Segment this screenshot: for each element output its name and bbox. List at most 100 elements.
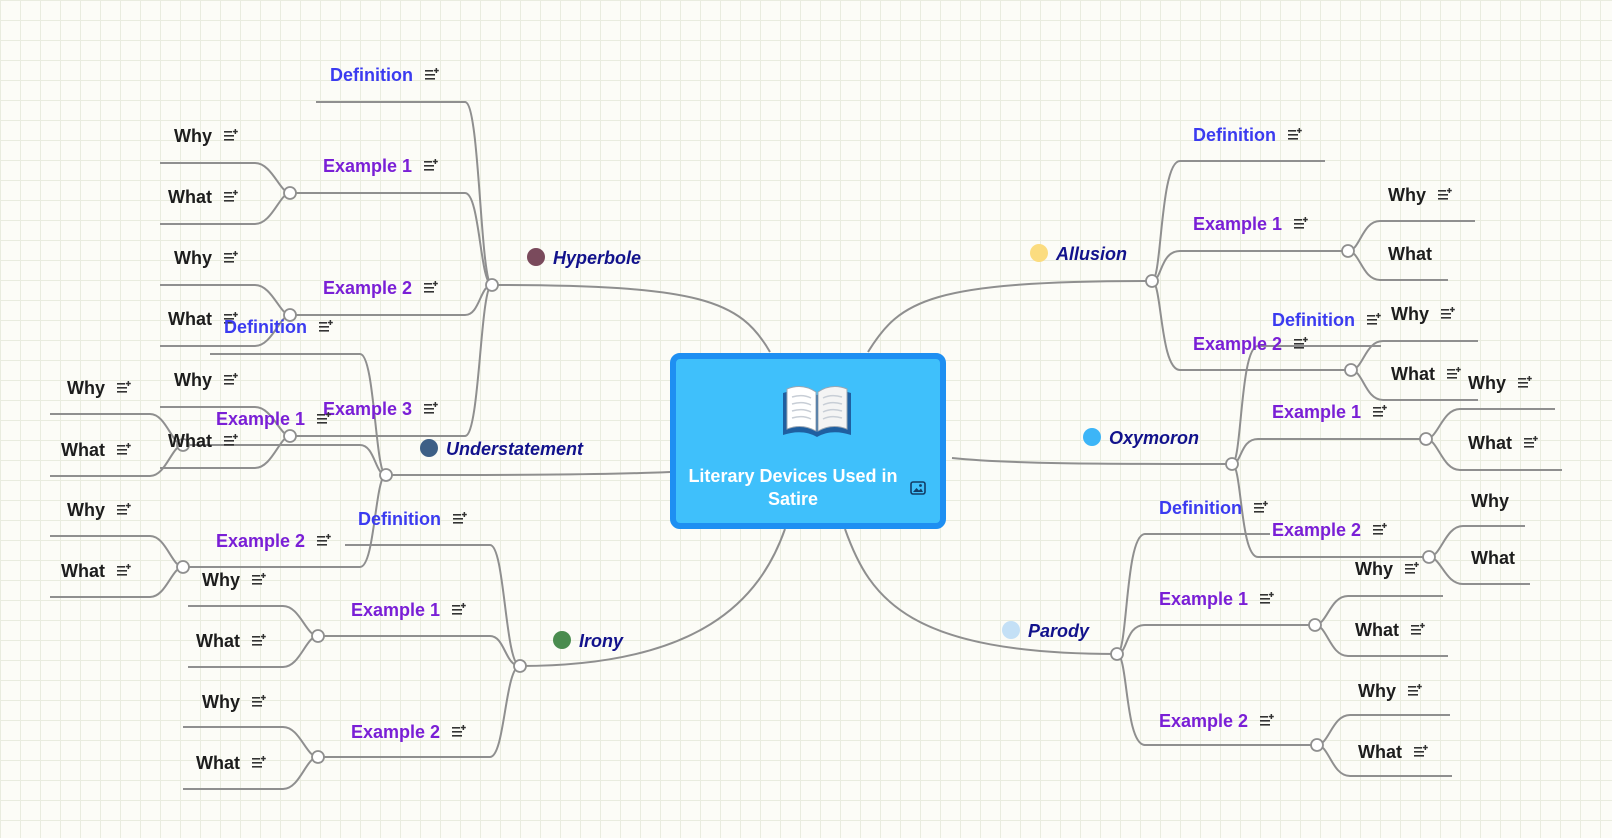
oxymoron-ex2-why[interactable]: Why: [1471, 491, 1509, 511]
understatement-ex1-what[interactable]: What: [61, 439, 131, 461]
topic-irony[interactable]: Irony: [553, 630, 623, 652]
hyperbole-example-3[interactable]: Example 3: [323, 398, 438, 420]
note-icon[interactable]: [1441, 306, 1455, 320]
topic-understatement[interactable]: Understatement: [420, 438, 583, 460]
note-icon[interactable]: [252, 755, 266, 769]
parody-ex2-what[interactable]: What: [1358, 741, 1428, 763]
note-icon[interactable]: [1518, 375, 1532, 389]
note-icon[interactable]: [1438, 187, 1452, 201]
irony-ex1-why[interactable]: Why: [202, 569, 266, 591]
oxymoron-example-2[interactable]: Example 2: [1272, 519, 1387, 541]
topic-allusion[interactable]: Allusion: [1030, 243, 1127, 265]
note-icon[interactable]: [224, 128, 238, 142]
note-icon[interactable]: [117, 442, 131, 456]
hyperbole-ex3-why[interactable]: Why: [174, 369, 238, 391]
irony-marker-dot: [553, 631, 571, 650]
parody-marker-dot: [1002, 621, 1020, 640]
note-icon[interactable]: [1367, 312, 1381, 326]
hyperbole-ex2-why[interactable]: Why: [174, 247, 238, 269]
understatement-ex2-why[interactable]: Why: [67, 499, 131, 521]
note-icon[interactable]: [252, 572, 266, 586]
allusion-ex2-what[interactable]: What: [1391, 363, 1461, 385]
understatement-definition[interactable]: Definition: [224, 316, 333, 338]
note-icon[interactable]: [1294, 336, 1308, 350]
note-icon[interactable]: [224, 250, 238, 264]
irony-ex2-what[interactable]: What: [196, 752, 266, 774]
oxymoron-ex2-what[interactable]: What: [1471, 548, 1515, 568]
oxymoron-ex1-what[interactable]: What: [1468, 432, 1538, 454]
note-icon[interactable]: [224, 311, 238, 325]
note-icon[interactable]: [117, 380, 131, 394]
note-icon[interactable]: [224, 189, 238, 203]
note-icon[interactable]: [317, 411, 331, 425]
topic-label: Hyperbole: [553, 248, 642, 268]
note-icon[interactable]: [317, 533, 331, 547]
hyperbole-ex2-what[interactable]: What: [168, 308, 238, 330]
understatement-ex1-why[interactable]: Why: [67, 377, 131, 399]
hyperbole-ex1-why[interactable]: Why: [174, 125, 238, 147]
note-icon[interactable]: [1405, 561, 1419, 575]
note-icon[interactable]: [424, 280, 438, 294]
note-icon[interactable]: [1288, 127, 1302, 141]
note-icon[interactable]: [252, 633, 266, 647]
parody-example-2[interactable]: Example 2: [1159, 710, 1274, 732]
hyperbole-ex1-what[interactable]: What: [168, 186, 238, 208]
note-icon[interactable]: [252, 694, 266, 708]
irony-ex1-what[interactable]: What: [196, 630, 266, 652]
note-icon[interactable]: [1373, 522, 1387, 536]
parody-example-1[interactable]: Example 1: [1159, 588, 1274, 610]
note-icon[interactable]: [1254, 500, 1268, 514]
note-icon[interactable]: [117, 502, 131, 516]
note-icon[interactable]: [1414, 744, 1428, 758]
understatement-example-2[interactable]: Example 2: [216, 530, 331, 552]
central-topic[interactable]: Literary Devices Used in Satire: [670, 353, 946, 529]
hyperbole-example-2[interactable]: Example 2: [323, 277, 438, 299]
oxymoron-definition[interactable]: Definition: [1272, 309, 1381, 331]
topic-parody[interactable]: Parody: [1002, 620, 1089, 642]
allusion-ex1-what[interactable]: What: [1388, 244, 1432, 264]
hyperbole-marker-dot: [527, 248, 545, 267]
parody-definition[interactable]: Definition: [1159, 497, 1268, 519]
note-icon[interactable]: [117, 563, 131, 577]
hyperbole-definition[interactable]: Definition: [330, 64, 439, 86]
allusion-ex1-why[interactable]: Why: [1388, 184, 1452, 206]
irony-example-1[interactable]: Example 1: [351, 599, 466, 621]
note-icon[interactable]: [425, 67, 439, 81]
note-icon[interactable]: [224, 372, 238, 386]
note-icon[interactable]: [1260, 591, 1274, 605]
irony-definition[interactable]: Definition: [358, 508, 467, 530]
allusion-ex2-why[interactable]: Why: [1391, 303, 1455, 325]
note-icon[interactable]: [1294, 216, 1308, 230]
note-icon[interactable]: [1411, 622, 1425, 636]
hyperbole-example-1[interactable]: Example 1: [323, 155, 438, 177]
note-icon[interactable]: [424, 401, 438, 415]
understatement-example-1[interactable]: Example 1: [216, 408, 331, 430]
note-icon[interactable]: [1524, 435, 1538, 449]
note-icon[interactable]: [1373, 404, 1387, 418]
parody-ex1-what[interactable]: What: [1355, 619, 1425, 641]
note-icon[interactable]: [453, 511, 467, 525]
note-icon[interactable]: [1447, 366, 1461, 380]
parody-ex1-why[interactable]: Why: [1355, 558, 1419, 580]
irony-example-2[interactable]: Example 2: [351, 721, 466, 743]
note-icon[interactable]: [452, 602, 466, 616]
topic-oxymoron[interactable]: Oxymoron: [1083, 427, 1199, 449]
note-icon[interactable]: [319, 319, 333, 333]
allusion-example-2[interactable]: Example 2: [1193, 333, 1308, 355]
note-icon[interactable]: [1260, 713, 1274, 727]
parody-ex2-why[interactable]: Why: [1358, 680, 1422, 702]
understatement-ex2-what[interactable]: What: [61, 560, 131, 582]
allusion-definition[interactable]: Definition: [1193, 124, 1302, 146]
note-icon[interactable]: [1408, 683, 1422, 697]
allusion-example-1[interactable]: Example 1: [1193, 213, 1308, 235]
irony-ex2-why[interactable]: Why: [202, 691, 266, 713]
note-icon[interactable]: [224, 433, 238, 447]
image-icon[interactable]: [910, 481, 926, 495]
oxymoron-ex1-why[interactable]: Why: [1468, 372, 1532, 394]
hyperbole-ex3-what[interactable]: What: [168, 430, 238, 452]
topic-label: Parody: [1028, 621, 1090, 641]
topic-hyperbole[interactable]: Hyperbole: [527, 247, 641, 269]
note-icon[interactable]: [424, 158, 438, 172]
oxymoron-example-1[interactable]: Example 1: [1272, 401, 1387, 423]
note-icon[interactable]: [452, 724, 466, 738]
